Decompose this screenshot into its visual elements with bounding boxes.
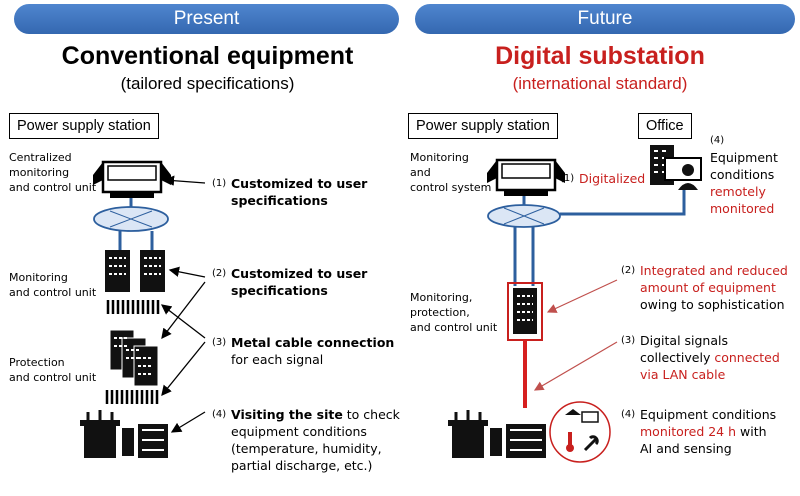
protection-unit-label: Protection and control unit — [9, 356, 97, 384]
note-text-span: AI and sensing — [640, 441, 732, 456]
network-hub-icon — [487, 204, 561, 228]
note-text-span: connected — [714, 350, 780, 365]
note-text: Digitalized — [579, 170, 645, 187]
note-text: Metal cable connection for each signal — [231, 334, 394, 368]
note-text-span: Visiting the site — [231, 407, 343, 422]
note-line: Digitalized — [579, 170, 645, 187]
note-text-span: specifications — [231, 283, 328, 298]
note-text-span: equipment conditions — [231, 424, 367, 439]
note-text-span: collectively — [640, 350, 715, 365]
note-text-span: owing to sophistication — [640, 297, 785, 312]
note-text-span: for each signal — [231, 352, 324, 367]
office-building-icon — [650, 145, 702, 190]
office-box: Office — [638, 113, 692, 139]
protection-control-unit-label: Monitoring, protection, and control unit — [410, 291, 498, 334]
control-desk-icon — [487, 158, 565, 196]
left-subtitle: (tailored specifications) — [120, 74, 295, 93]
note-text-span: via LAN cable — [640, 367, 726, 382]
note-text-span: Equipment conditions — [640, 407, 777, 422]
note-line: conditions — [710, 166, 778, 183]
note-number: (2) — [212, 268, 227, 279]
note-line: Visiting the site to check — [231, 406, 400, 423]
note-text-span: amount of equipment — [640, 280, 776, 295]
note-number: (3) — [212, 337, 227, 348]
note-line: Equipment conditions — [640, 406, 776, 423]
note-line: Customized to user — [231, 175, 367, 192]
present-header: Present — [14, 4, 399, 34]
right-station-box: Power supply station — [408, 113, 558, 139]
note-text-span: to check — [342, 407, 400, 422]
note-line: AI and sensing — [640, 440, 776, 457]
note-text-span: Customized to user — [231, 266, 368, 281]
transformer-icon — [80, 410, 168, 458]
monitoring-unit-label: Monitoring and control unit — [9, 271, 97, 299]
centralized-unit-label: Centralized monitoring and control unit — [9, 151, 97, 194]
note-text-span: with — [736, 424, 767, 439]
note-line: specifications — [231, 192, 367, 209]
server-rack-icon — [513, 288, 537, 334]
note-line: owing to sophistication — [640, 296, 788, 313]
note-text-span: conditions — [710, 167, 775, 182]
note-line: amount of equipment — [640, 279, 788, 296]
note-number: (1) — [560, 173, 575, 184]
note-text-span: (temperature, humidity, — [231, 441, 382, 456]
note-line: Equipment — [710, 149, 778, 166]
note-line: for each signal — [231, 351, 394, 368]
network-hub-icon — [93, 206, 169, 232]
note-text-span: monitored — [710, 201, 775, 216]
left-station-box: Power supply station — [9, 113, 159, 139]
note-text: Customized to user specifications — [231, 265, 367, 299]
server-rack-icon — [105, 250, 165, 292]
note-text-span: Metal cable connection — [231, 335, 395, 350]
note-text-span: partial discharge, etc.) — [231, 458, 373, 473]
note-line: collectively connected — [640, 349, 780, 366]
note-number: (4) — [710, 135, 725, 146]
transformer-icon — [448, 410, 546, 458]
note-line: equipment conditions — [231, 423, 400, 440]
cable-bundle-icon — [105, 390, 159, 404]
note-line: monitored 24 h with — [640, 423, 776, 440]
note-text: Integrated and reduced amount of equipmen… — [640, 262, 788, 313]
control-desk-icon — [93, 160, 171, 198]
note-text: Customized to user specifications — [231, 175, 367, 209]
sensor-icon — [549, 401, 611, 463]
note-text-span: monitored 24 h — [640, 424, 737, 439]
note-number: (2) — [621, 265, 636, 276]
note-line: Customized to user — [231, 265, 367, 282]
note-number: (3) — [621, 335, 636, 346]
note-line: via LAN cable — [640, 366, 780, 383]
note-text-span: Integrated and reduced — [640, 263, 788, 278]
note-number: (1) — [212, 178, 227, 189]
left-title: Conventional equipment — [61, 42, 354, 70]
note-line: Integrated and reduced — [640, 262, 788, 279]
note-text-span: Digitalized — [579, 171, 646, 186]
note-text-span: remotely — [710, 184, 766, 199]
note-text-span: Digital signals — [640, 333, 729, 348]
note-line: specifications — [231, 282, 367, 299]
future-header: Future — [415, 4, 795, 34]
note-number: (4) — [212, 409, 227, 420]
cable-bundle-icon — [106, 300, 160, 314]
note-text-span: Equipment — [710, 150, 778, 165]
note-text-span: Customized to user — [231, 176, 368, 191]
monitoring-system-label: Monitoring and control system — [410, 151, 492, 194]
right-title: Digital substation — [495, 42, 705, 70]
note-line: Metal cable connection — [231, 334, 394, 351]
server-rack-icon — [109, 329, 159, 387]
note-line: Digital signals — [640, 332, 780, 349]
right-subtitle: (international standard) — [512, 74, 688, 93]
note-number: (4) — [621, 409, 636, 420]
note-line: (temperature, humidity, — [231, 440, 400, 457]
note-text-span: specifications — [231, 193, 328, 208]
note-line: monitored — [710, 200, 778, 217]
note-text: Equipment conditions remotely monitored — [710, 149, 778, 217]
note-line: partial discharge, etc.) — [231, 457, 400, 474]
note-line: remotely — [710, 183, 778, 200]
